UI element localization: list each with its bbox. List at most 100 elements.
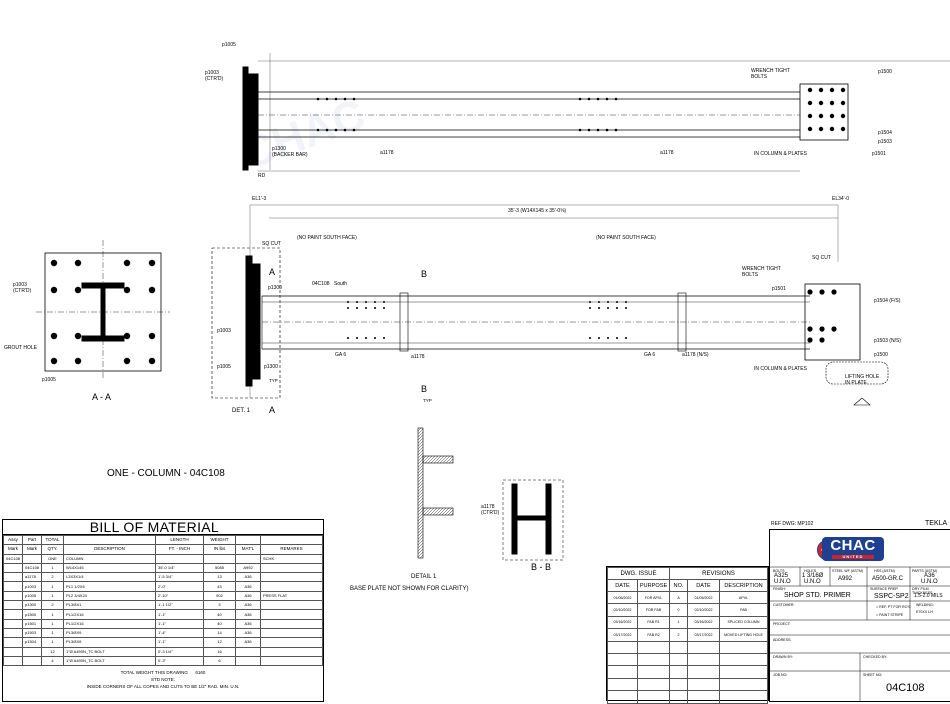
bolt-hole [356,301,358,303]
bolt-hole [334,128,338,132]
logo-text: CHAC [830,537,876,554]
sheet-no-label: SHEET NO: [863,673,883,677]
anchor-hole [74,286,82,294]
bolt-hole [352,128,356,132]
bolt-hole [589,307,591,309]
bolt-hole [807,126,813,132]
label-in-plate: IN PLATE [845,380,868,386]
anchor-hole [148,259,156,267]
base-plate-top [242,66,249,171]
welding-value: E70XX LH [916,610,933,614]
front-bolt-holes [347,289,837,343]
table-cell: COLUMN [63,553,156,564]
column-header: DATE [607,579,638,592]
table-cell: 03/16/2022 [607,615,638,630]
table-cell [260,637,323,648]
anchor-hole [123,286,131,294]
table-cell: A36 [235,627,261,639]
table-cell: ONE [41,553,64,564]
bolt-hole [818,126,824,132]
table-cell [22,646,42,657]
steel-label: STEEL WF (ASTM) [832,569,864,573]
table-cell: 1 [41,637,64,648]
revision-number [669,677,689,692]
top-bolt-holes [316,87,846,132]
section-a-marker-1: A [269,267,275,277]
label-a1178-ns: a1178 (N/S) [682,352,709,358]
table-cell [607,677,638,692]
table-cell [607,652,638,667]
bolt-hole [365,307,367,309]
label-p1501-front: p1501 [772,286,786,292]
label-grout-hole: GROUT HOLE [4,345,38,351]
table-cell: p1500 [22,609,42,620]
table-cell: TOTAL [41,534,64,546]
table-cell [687,640,721,654]
section-a-marker-2: A [269,405,275,415]
table-cell: APVL [719,590,768,605]
bolt-hole [807,337,813,343]
section-b-marker-2: B [421,384,427,394]
bolts-sub: U.N.O [774,579,791,585]
rfo-note: = REF. PT FOR RO'S [876,605,911,609]
issue-head: DWG. ISSUE [606,567,671,580]
bolt-hole [365,337,367,339]
bolt-hole [607,307,609,309]
bolt-hole [589,337,591,339]
bolt-hole [614,97,618,101]
table-cell: PL3/8X9 [63,627,156,639]
bolt-hole [365,301,367,303]
table-cell: WEIGHT [203,534,236,546]
table-cell [3,581,23,592]
bolt-hole [625,301,627,303]
table-cell [719,640,768,654]
bolt-hole [818,100,824,106]
bolt-hole [607,337,609,339]
table-cell: 2 [41,572,64,583]
table-cell: a1178 [22,572,42,583]
table-cell: 2'-0" [155,581,204,592]
anchor-hole [123,357,131,365]
table-cell: A36 [235,637,261,648]
bolt-hole [831,326,837,332]
table-cell [687,690,721,704]
table-cell [636,640,671,654]
table-cell [3,609,23,620]
table-cell: 1"Ø A490N_TC BOLT [63,655,156,667]
label-ctrd-bb: (CTR'D) [481,510,500,516]
table-cell: 1'-1 1/2" [155,600,204,611]
table-cell: 40 [203,618,236,629]
revision-triangle [853,397,871,406]
tekla-label: TEKLA [925,520,948,527]
label-wrench-2: WRENCH TIGHT [742,266,781,272]
label-sq-cut-2: SQ CUT [812,255,831,261]
bolt-hole [347,301,349,303]
label-ga6-1: GA 6 [335,352,346,358]
label-p1501: p1501 [872,151,886,157]
table-cell [260,534,323,546]
bolt-hole [343,128,347,132]
bom-total-label: TOTAL WEIGHT THIS DRAWING [120,670,188,676]
label-p1504: p1504 [878,130,892,136]
bolt-hole [807,289,813,295]
table-cell: SCHK [260,553,323,564]
label-in-column-front: IN COLUMN & PLATES [754,366,808,372]
bolt-hole [374,307,376,309]
bolt-hole [616,337,618,339]
label-overall-length: 35'-3 (W14X145 x 35'-0⅝) [508,208,566,214]
table-row [607,690,768,704]
table-cell: 902 [203,590,236,602]
table-cell [22,553,42,564]
table-cell [636,652,671,667]
table-cell: p1504 [22,637,42,648]
table-cell [3,627,23,639]
bolt-hole [818,113,824,119]
finish-label: FINISH: [773,587,786,591]
title-detail-1: DETAIL 1 [411,574,437,580]
